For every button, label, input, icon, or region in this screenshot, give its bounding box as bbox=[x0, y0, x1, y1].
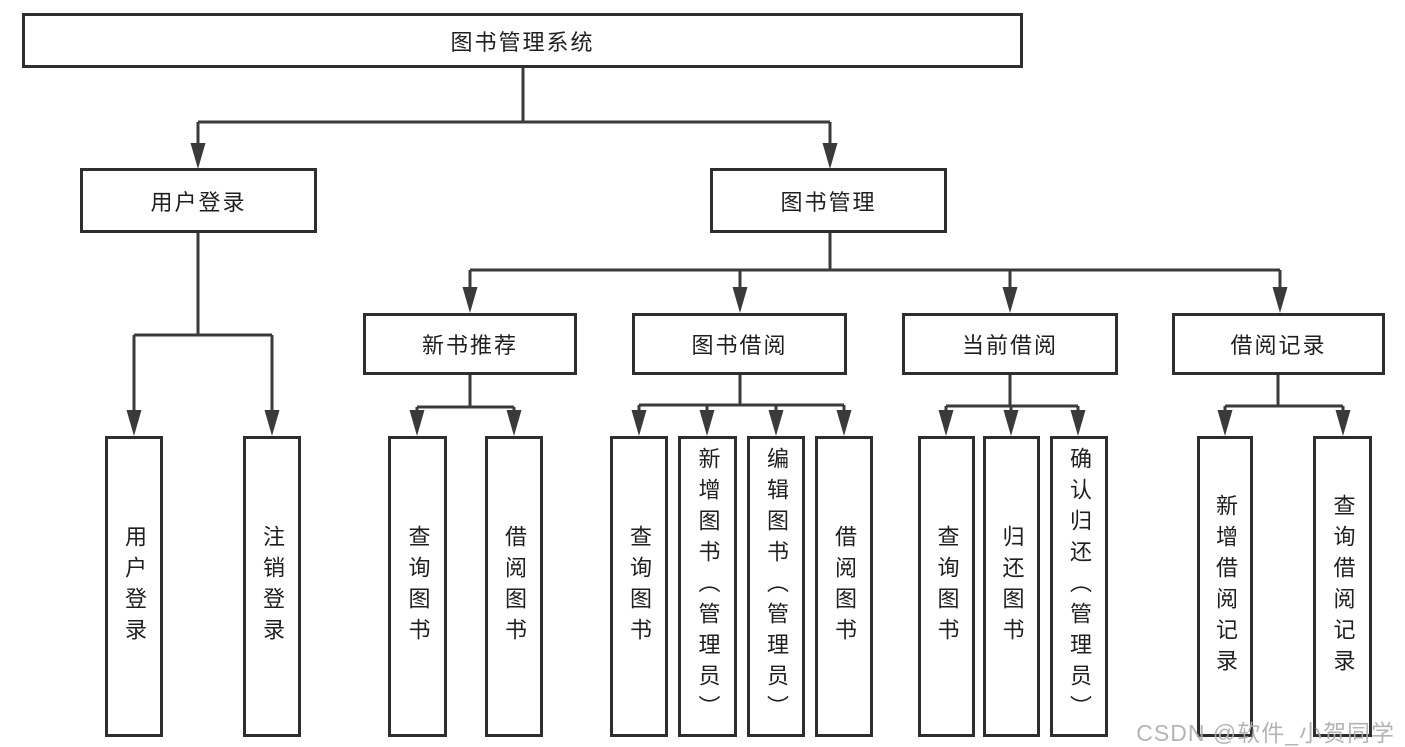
node-new-book-recommend: 新书推荐 bbox=[363, 313, 577, 375]
leaf-label: 确认归还（管理员） bbox=[1067, 447, 1092, 726]
leaf-return-book: 归还图书 bbox=[983, 436, 1040, 737]
leaf-user-login: 用户登录 bbox=[105, 436, 163, 737]
node-library-system: 图书管理系统 bbox=[22, 13, 1023, 68]
leaf-label: 用户登录 bbox=[122, 524, 147, 649]
node-label: 图书管理 bbox=[780, 189, 877, 215]
leaf-label: 编辑图书（管理员） bbox=[764, 447, 789, 726]
node-label: 图书管理系统 bbox=[450, 29, 595, 55]
leaf-add-borrow-record: 新增借阅记录 bbox=[1197, 436, 1253, 737]
leaf-confirm-return-admin: 确认归还（管理员） bbox=[1050, 436, 1108, 737]
leaf-label: 注销登录 bbox=[260, 524, 285, 649]
leaf-edit-book-admin: 编辑图书（管理员） bbox=[747, 436, 805, 737]
leaf-query-borrow-record: 查询借阅记录 bbox=[1313, 436, 1372, 737]
node-current-borrow: 当前借阅 bbox=[902, 313, 1118, 375]
leaf-label: 借阅图书 bbox=[832, 524, 857, 649]
leaf-query-books-recommend: 查询图书 bbox=[388, 436, 447, 737]
node-label: 用户登录 bbox=[150, 189, 247, 215]
node-user-login: 用户登录 bbox=[80, 168, 317, 233]
leaf-label: 查询图书 bbox=[627, 524, 652, 649]
leaf-label: 借阅图书 bbox=[502, 524, 527, 649]
node-book-borrow: 图书借阅 bbox=[632, 313, 847, 375]
leaf-query-books-current: 查询图书 bbox=[918, 436, 975, 737]
node-label: 当前借阅 bbox=[961, 333, 1058, 358]
node-label: 新书推荐 bbox=[421, 333, 518, 358]
leaf-borrow-books: 借阅图书 bbox=[815, 436, 873, 737]
node-borrow-records: 借阅记录 bbox=[1172, 313, 1385, 375]
leaf-label: 新增借阅记录 bbox=[1213, 493, 1238, 680]
leaf-label: 查询图书 bbox=[934, 524, 960, 649]
leaf-logout: 注销登录 bbox=[243, 436, 301, 737]
leaf-label: 查询借阅记录 bbox=[1330, 493, 1356, 680]
csdn-watermark: CSDN @软件_小贺同学 bbox=[1136, 720, 1395, 746]
leaf-borrow-books-recommend: 借阅图书 bbox=[485, 436, 543, 737]
leaf-label: 归还图书 bbox=[999, 524, 1025, 649]
leaf-add-book-admin: 新增图书（管理员） bbox=[678, 436, 737, 737]
leaf-label: 新增图书（管理员） bbox=[695, 447, 721, 726]
node-book-management: 图书管理 bbox=[710, 168, 947, 233]
node-label: 图书借阅 bbox=[691, 333, 788, 358]
leaf-label: 查询图书 bbox=[405, 524, 431, 649]
node-label: 借阅记录 bbox=[1230, 333, 1327, 358]
leaf-query-books-borrow: 查询图书 bbox=[610, 436, 668, 737]
